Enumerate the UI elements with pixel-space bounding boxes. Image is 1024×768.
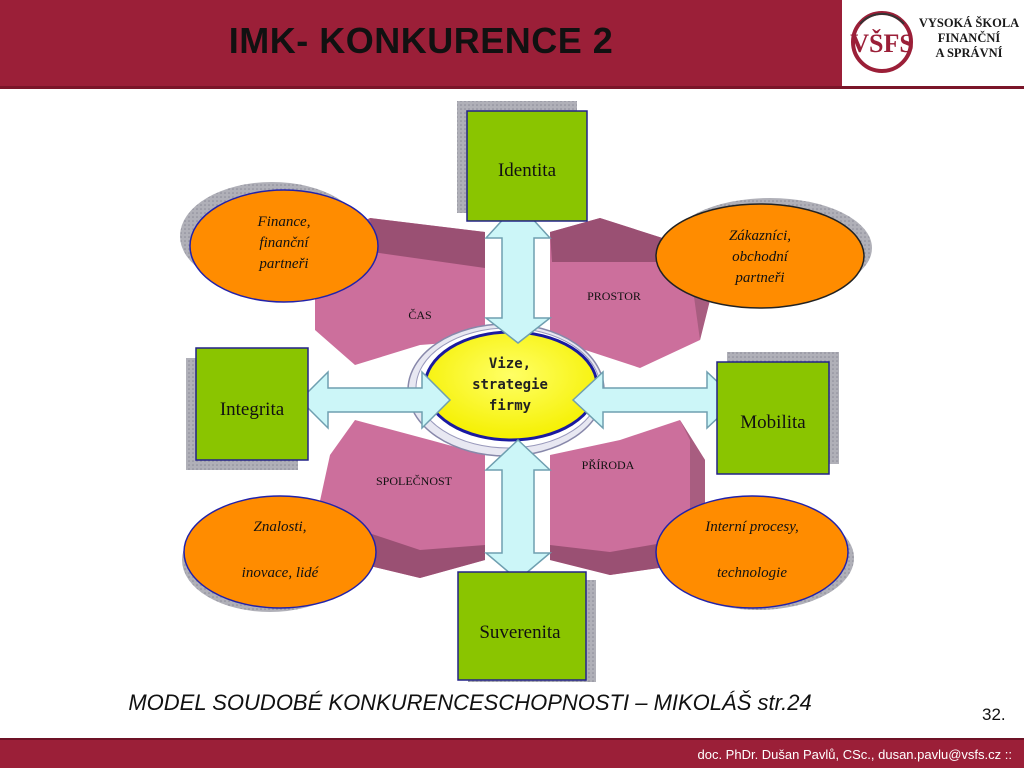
arrow-horizontal-right (571, 370, 739, 430)
quadrant-label-priroda: PŘÍRODA (582, 458, 635, 472)
box-integrita (186, 347, 309, 470)
oval-label-line: technologie (717, 565, 787, 581)
footer-author: doc. PhDr. Dušan Pavlů, CSc., dusan.pavl… (697, 747, 1012, 762)
box-identita (457, 101, 588, 222)
header-divider (0, 86, 1024, 89)
quadrant-label-prostor: PROSTOR (587, 289, 641, 303)
logo: VŠFS VYSOKÁ ŠKOLA FINANČNÍ A SPRÁVNÍ (842, 0, 1024, 86)
page-number: 32. (982, 705, 1006, 724)
oval-zakaznici (655, 198, 872, 309)
caption: MODEL SOUDOBÉ KONKURENCESCHOPNOSTI – MIK… (128, 690, 812, 715)
page-title: IMK- KONKURENCE 2 (228, 20, 614, 61)
oval-label-line: inovace, lidé (242, 565, 320, 581)
logo-text: VYSOKÁ ŠKOLA FINANČNÍ A SPRÁVNÍ (914, 16, 1024, 61)
box-label-suverenita: Suverenita (479, 622, 561, 643)
box-suverenita (457, 571, 596, 682)
oval-label-line: partneři (734, 270, 784, 286)
oval-interni-procesy (655, 495, 854, 610)
arrow-horizontal-left (298, 370, 452, 430)
quadrant-label-spolecnost: SPOLEČNOST (376, 474, 453, 488)
logo-line: VYSOKÁ ŠKOLA (918, 16, 1020, 30)
box-mobilita (716, 352, 839, 475)
oval-label-line: Znalosti, (254, 519, 307, 535)
box-label-identita: Identita (498, 160, 557, 181)
arrow-vertical-bottom (483, 438, 553, 581)
oval-finance (180, 182, 379, 303)
oval-label-line: obchodní (732, 249, 790, 265)
oval-label-line: Zákazníci, (729, 228, 791, 244)
logo-line: FINANČNÍ (937, 31, 1001, 45)
oval-label-line: Finance, (257, 214, 311, 230)
oval-label-line: partneři (258, 256, 308, 272)
oval-label-line: finanční (259, 235, 310, 251)
logo-line: A SPRÁVNÍ (935, 46, 1003, 60)
box-label-integrita: Integrita (220, 399, 285, 420)
vsfs-logo-icon: VŠFS (850, 11, 914, 73)
quadrant-label-cas: ČAS (408, 308, 431, 322)
footer-bar: doc. PhDr. Dušan Pavlů, CSc., dusan.pavl… (0, 738, 1024, 768)
box-label-mobilita: Mobilita (740, 412, 806, 433)
oval-label-line: Interní procesy, (704, 519, 799, 535)
header-bar (0, 0, 842, 86)
oval-znalosti (182, 495, 377, 612)
center-label-line: strategie (472, 377, 548, 393)
center-label-line: Vize, (489, 356, 531, 372)
center-label-line: firmy (489, 398, 532, 414)
arrow-vertical-top (483, 201, 553, 344)
logo-monogram: VŠFS (850, 29, 914, 58)
